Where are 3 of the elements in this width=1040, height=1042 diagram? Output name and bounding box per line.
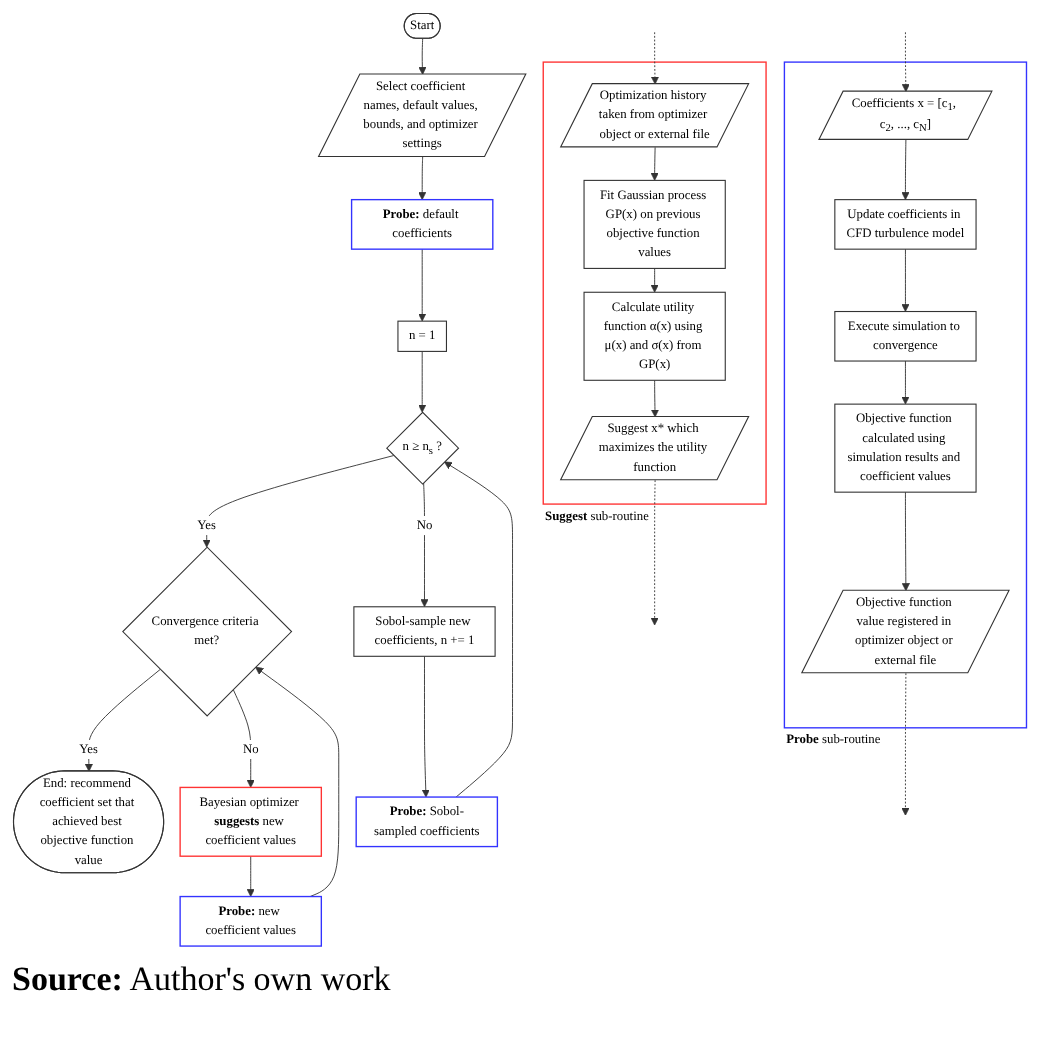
caption: Source: Author's own work [12,959,391,1000]
cluster [542,61,767,505]
cluster [783,61,1028,729]
